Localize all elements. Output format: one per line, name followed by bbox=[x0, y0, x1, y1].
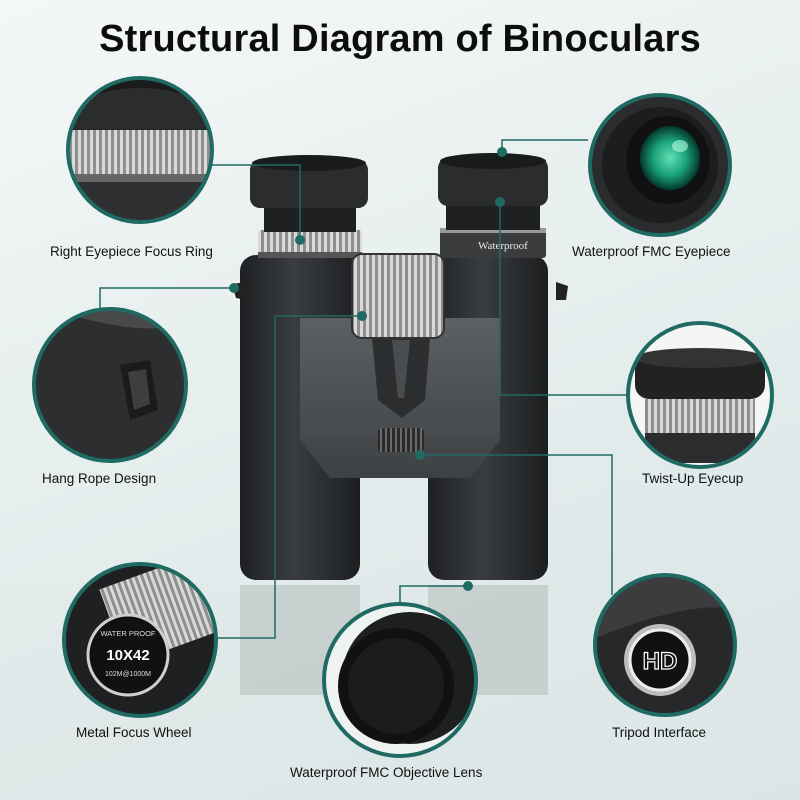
inset-hang-rope bbox=[32, 307, 188, 463]
inset-twist-up-eyecup bbox=[626, 321, 774, 469]
label-waterproof-fmc-eyepiece: Waterproof FMC Eyepiece bbox=[572, 244, 731, 259]
label-waterproof-fmc-objective-lens: Waterproof FMC Objective Lens bbox=[290, 765, 483, 780]
label-twist-up-eyecup: Twist-Up Eyecup bbox=[642, 471, 744, 486]
label-metal-focus-wheel: Metal Focus Wheel bbox=[76, 725, 192, 740]
inset-focus-ring bbox=[66, 76, 214, 224]
label-right-eyepiece-focus-ring: Right Eyepiece Focus Ring bbox=[50, 244, 213, 259]
focus-wheel-text-1: WATER PROOF bbox=[101, 629, 156, 638]
inset-tripod-interface: HD bbox=[593, 573, 737, 717]
inset-objective-lens bbox=[322, 602, 478, 758]
focus-wheel-text-2: 10X42 bbox=[106, 647, 149, 664]
hd-badge: HD bbox=[643, 648, 678, 675]
label-tripod-interface: Tripod Interface bbox=[612, 725, 707, 740]
diagram-title: Structural Diagram of Binoculars bbox=[99, 18, 701, 60]
label-hang-rope-design: Hang Rope Design bbox=[42, 471, 157, 486]
leader-lines bbox=[99, 139, 628, 639]
focus-wheel-text-3: 102M@1000M bbox=[105, 671, 151, 678]
inset-fmc-eyepiece bbox=[588, 93, 732, 237]
callout-dots bbox=[229, 147, 507, 591]
brand-text: Waterproof bbox=[478, 240, 528, 252]
